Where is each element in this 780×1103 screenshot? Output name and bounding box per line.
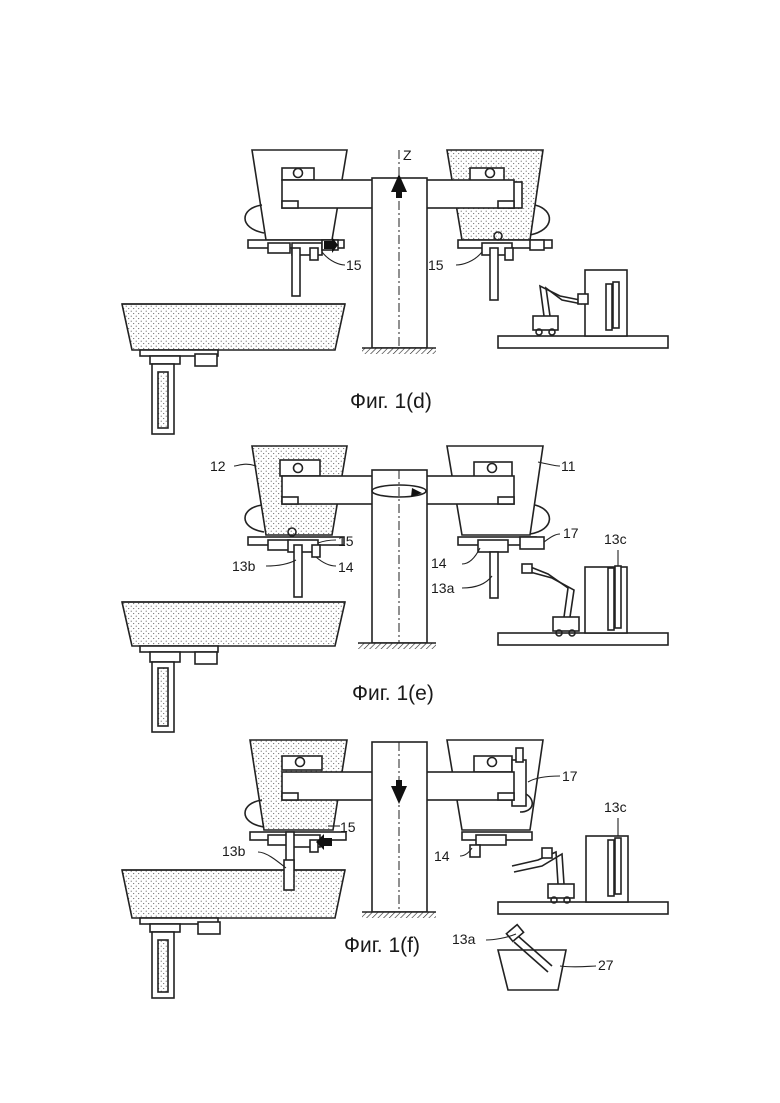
scrap-bin	[498, 925, 566, 990]
label-14: 14	[434, 848, 450, 864]
label-17: 17	[562, 768, 578, 784]
figure-1f: 15 13b 17 14 13c 13a 27 Фиг. 1(f)	[122, 740, 668, 998]
mould-vessel	[122, 860, 345, 998]
label-15: 15	[340, 819, 356, 835]
figure-1d: Z 15 15 Фиг. 1(d)	[122, 147, 668, 434]
label-12: 12	[210, 458, 226, 474]
left-tundish	[245, 446, 347, 597]
label-17: 17	[563, 525, 579, 541]
label-13a: 13a	[452, 931, 476, 947]
robot-station	[498, 836, 668, 914]
label-15-right: 15	[428, 257, 444, 273]
label-13b: 13b	[222, 843, 246, 859]
z-axis-label: Z	[403, 147, 412, 163]
caption-1f: Фиг. 1(f)	[344, 934, 420, 957]
mould-vessel	[122, 304, 345, 434]
label-13a: 13a	[431, 580, 455, 596]
label-15: 15	[338, 533, 354, 549]
label-14-right: 14	[431, 555, 447, 571]
label-11: 11	[561, 458, 576, 474]
label-13b: 13b	[232, 558, 256, 574]
label-13c: 13c	[604, 531, 627, 547]
right-tundish	[447, 446, 549, 598]
robot-station	[498, 270, 668, 348]
caption-1e: Фиг. 1(e)	[352, 682, 434, 705]
right-tundish	[447, 150, 552, 300]
caption-1d: Фиг. 1(d)	[350, 390, 432, 413]
left-tundish	[245, 740, 347, 890]
label-27: 27	[598, 957, 614, 973]
label-13c: 13c	[604, 799, 627, 815]
mould-vessel	[122, 602, 345, 732]
left-tundish	[245, 150, 347, 296]
label-14-left: 14	[338, 559, 354, 575]
robot-station	[498, 564, 668, 645]
figure-1e: 12 11 15 14 13b 14 13a 17 13c Фиг. 1(e)	[122, 446, 668, 732]
label-15-left: 15	[346, 257, 362, 273]
